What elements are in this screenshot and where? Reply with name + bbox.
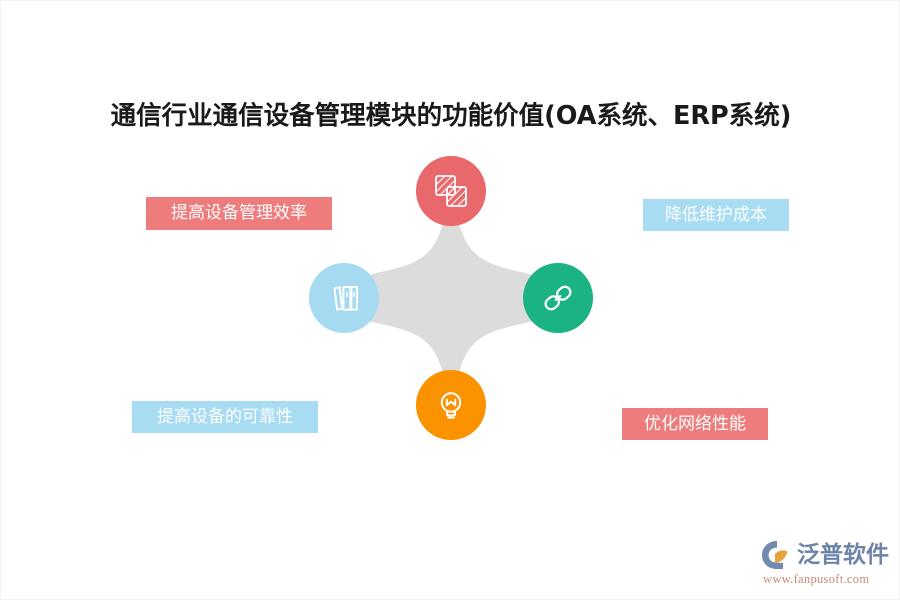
label-improve-equipment-reliability[interactable]: 提高设备的可靠性 xyxy=(132,401,318,433)
page-title: 通信行业通信设备管理模块的功能价值(OA系统、ERP系统) xyxy=(110,101,792,131)
fanpu-logo-mark-icon xyxy=(761,540,795,570)
node-bottom-optimize-network-performance[interactable] xyxy=(416,370,486,440)
label-reduce-maintenance-cost[interactable]: 降低维护成本 xyxy=(643,199,789,231)
chain-link-icon xyxy=(540,280,576,316)
node-left-improve-reliability[interactable] xyxy=(309,263,379,333)
central-diagram xyxy=(269,141,633,461)
books-icon xyxy=(327,281,361,315)
copy-documents-icon xyxy=(433,173,469,209)
node-right-reduce-maintenance-cost[interactable] xyxy=(523,263,593,333)
brand-name: 泛普软件 xyxy=(797,541,889,568)
brand-logo[interactable]: 泛普软件 www.fanpusoft.com xyxy=(761,539,893,587)
brand-url: www.fanpusoft.com xyxy=(763,572,870,586)
node-top-improve-efficiency[interactable] xyxy=(416,156,486,226)
label-optimize-network-performance[interactable]: 优化网络性能 xyxy=(622,408,768,440)
four-point-star-shape xyxy=(309,181,593,415)
logo-row: 泛普软件 xyxy=(761,539,893,571)
label-improve-equipment-management-efficiency[interactable]: 提高设备管理效率 xyxy=(146,197,332,230)
lightbulb-icon xyxy=(434,388,468,422)
